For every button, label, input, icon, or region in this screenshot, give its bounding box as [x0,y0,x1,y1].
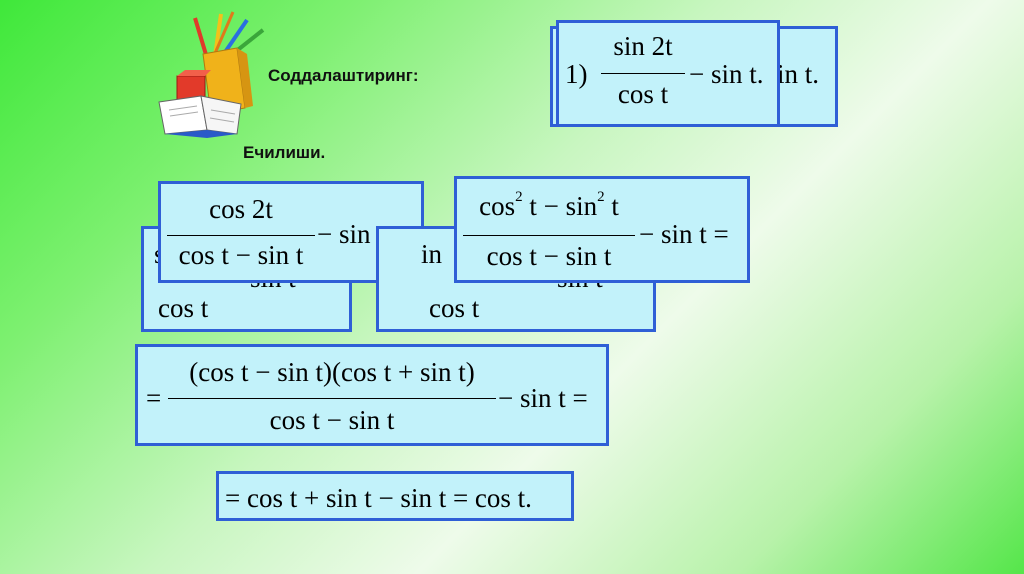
step-b-num-part1: cos [479,191,516,221]
step-a-numerator: cos 2t [209,194,273,224]
problem-fraction: sin 2t cos t [601,23,685,123]
step-a-denominator: cos t − sin t [178,240,304,270]
problem-back-fragment: in t. [777,59,820,89]
step-b-back-denominator: cos t [429,293,480,323]
step-c-denominator: cos t − sin t [269,405,395,435]
problem-denominator: cos t [617,79,669,109]
fraction-bar [601,73,685,74]
step-b-num-exp2: 2 [597,189,605,205]
step-c-card: = (cos t − sin t)(cos t + sin t) cos t −… [135,344,609,446]
solution-label: Ечилиши. [243,143,326,162]
step-a-fraction: cos 2t cos t − sin t [167,184,315,284]
step-b-num-exp1: 2 [515,189,523,205]
step-c-numerator: (cos t − sin t)(cos t + sin t) [189,357,475,387]
step-b-num-part2: t − sin [529,191,598,221]
problem-numerator: sin 2t [613,31,673,61]
fraction-bar [168,398,496,399]
step-b-fraction: cos2 t − sin2 t cos t − sin t [463,179,635,283]
problem-card: 1) sin 2t cos t − sin t. [556,20,780,127]
step-c-lead: = [146,383,162,413]
step-b-denominator: cos t − sin t [486,241,612,271]
result-card: = cos t + sin t − sin t = cos t. [216,471,574,521]
step-c-tail: − sin t = [498,383,588,413]
step-b-back-numerator-fragment: in [421,239,443,269]
fraction-bar [167,235,315,236]
step-b-numerator: cos2 t − sin2 t [463,189,635,222]
step-a-back-denominator: cos t [158,293,209,323]
step-b-num-part3: t [611,191,619,221]
result-expression: = cos t + sin t − sin t = cos t. [225,483,532,513]
problem-number: 1) [565,59,588,89]
step-b-tail: − sin t = [639,219,729,249]
books-pencils-icon [155,10,275,138]
page-title: Соддалаштиринг: [268,66,419,85]
step-c-fraction: (cos t − sin t)(cos t + sin t) cos t − s… [168,347,496,447]
step-b-card: cos2 t − sin2 t cos t − sin t − sin t = [454,176,750,283]
problem-tail: − sin t. [689,59,764,89]
fraction-bar [463,235,635,236]
